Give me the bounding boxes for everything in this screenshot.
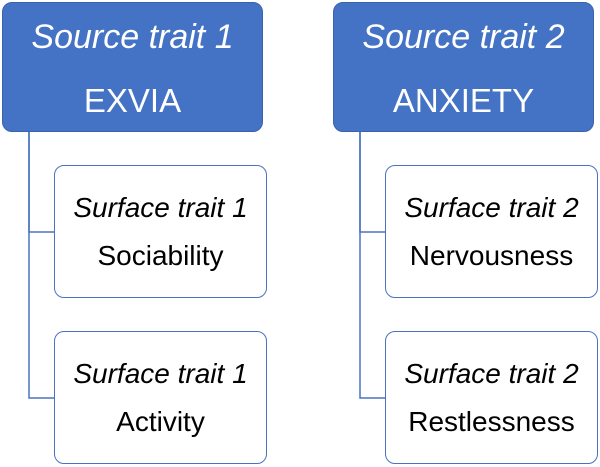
connector-anxiety-restlessness xyxy=(359,132,385,399)
surface-trait-label: Surface trait 1 xyxy=(73,358,248,389)
source-trait-name: EXVIA xyxy=(83,82,182,119)
surface-trait-box-activity: Surface trait 1 Activity xyxy=(54,331,267,464)
surface-trait-box-restlessness: Surface trait 2 Restlessness xyxy=(385,331,598,464)
connector-exvia-activity xyxy=(28,132,54,399)
source-trait-label: Source trait 1 xyxy=(31,18,234,56)
connector-exvia-sociability xyxy=(28,132,54,233)
surface-trait-label: Surface trait 2 xyxy=(404,192,579,223)
connector-anxiety-nervousness xyxy=(359,132,385,233)
source-trait-box-exvia: Source trait 1 EXVIA xyxy=(2,2,263,132)
surface-trait-label: Surface trait 2 xyxy=(404,358,579,389)
surface-trait-label: Surface trait 1 xyxy=(73,192,248,223)
surface-trait-name: Nervousness xyxy=(409,240,574,271)
surface-trait-box-nervousness: Surface trait 2 Nervousness xyxy=(385,165,598,298)
surface-trait-name: Sociability xyxy=(97,240,224,271)
surface-trait-box-sociability: Surface trait 1 Sociability xyxy=(54,165,267,298)
surface-trait-name: Restlessness xyxy=(408,406,575,437)
source-trait-label: Source trait 2 xyxy=(362,18,565,56)
source-trait-box-anxiety: Source trait 2 ANXIETY xyxy=(333,2,594,132)
surface-trait-name: Activity xyxy=(116,406,205,437)
source-trait-name: ANXIETY xyxy=(392,82,535,119)
